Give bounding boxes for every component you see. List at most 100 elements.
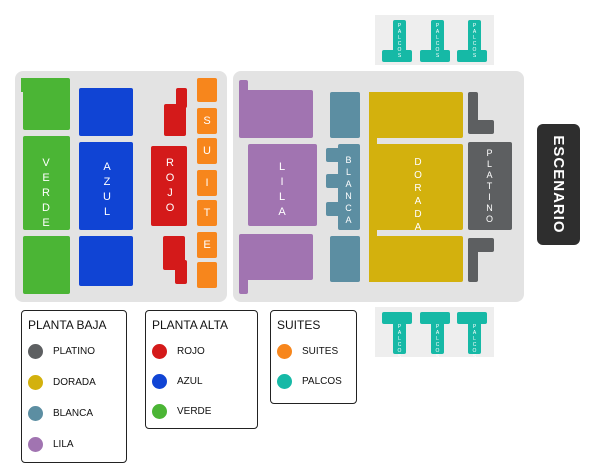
verde-middle [23,136,70,230]
verde-stub [21,78,26,92]
legend-label: SUITES [302,345,339,357]
palco-stem [468,20,481,62]
legend-label: VERDE [177,405,212,417]
legend-swatch [28,405,43,421]
lila-label: L I L A [278,161,288,218]
suite-box[interactable]: I [197,170,217,196]
legend-planta-baja-title: PLANTA BAJA [28,318,107,332]
section-lila[interactable]: L I L A [239,80,319,294]
legend-label: PLATINO [53,345,96,357]
legend-label: PALCOS [302,375,342,387]
rojo-label: R O J O [165,157,177,214]
verde-top [23,78,70,130]
suite-letter: E [203,239,211,251]
palco-stem [468,312,481,354]
verde-bottom [23,236,70,294]
palco-label: P A L C O S [435,324,441,360]
blanca-middle [338,144,360,230]
palco-box[interactable]: P A L C O S [457,20,487,62]
suite-letter: I [205,177,209,189]
suite-box[interactable]: T [197,200,217,226]
suite-letter: S [203,115,211,127]
suite-letter: T [203,207,211,219]
legend-label: LILA [53,438,74,450]
legend-planta-baja: PLANTA BAJA PLATINO DORADA BLANCA LILA [21,310,127,463]
section-dorada[interactable]: D O R A D A [369,92,463,282]
legend-item: AZUL [152,373,203,389]
suite-box[interactable]: U [197,138,217,164]
rojo-middle [151,146,187,226]
legend-label: DORADA [53,376,96,388]
rojo-bottom-b [175,260,187,284]
platino-middle [468,142,512,230]
suite-letter: U [203,145,211,157]
legend-item: SUITES [277,343,338,359]
legend-item: BLANCA [28,405,93,421]
lila-middle [248,144,317,226]
platino-top-b [468,120,494,134]
blanca-top [330,92,360,138]
suite-box[interactable]: S [197,108,217,134]
legend-item: ROJO [152,343,205,359]
legend-swatch [152,343,167,359]
stage: ESCENARIO [537,124,580,245]
palco-stem [431,312,444,354]
palco-box[interactable]: P A L C O S [420,20,450,62]
legend-swatch [28,374,43,390]
dorada-top [369,92,463,138]
suite-box[interactable]: E [197,232,217,258]
lila-bottom-b [239,264,248,294]
dorada-label: D O R A D A [414,157,424,233]
legend-swatch [152,373,167,389]
legend-item: PALCOS [277,373,342,389]
lila-top-b [239,90,313,138]
dorada-bottom [369,236,463,282]
legend-label: ROJO [177,345,205,357]
legend-item: VERDE [152,403,211,419]
azul-middle [79,142,133,230]
platino-top-a [468,92,478,132]
legend-label: AZUL [177,375,203,387]
legend-swatch [152,403,167,419]
legend-label: BLANCA [53,407,94,419]
rojo-top-a [164,104,186,136]
suite-box[interactable] [197,262,217,288]
legend-planta-alta: PLANTA ALTA ROJO AZUL VERDE [145,310,258,429]
section-rojo[interactable]: R O J O [151,88,189,284]
legend-item: DORADA [28,374,96,390]
palco-label: P A L C O S [472,23,478,59]
section-platino[interactable]: P L A T I N O [468,92,514,282]
palco-label: P A L C O S [435,23,441,59]
legend-planta-alta-title: PLANTA ALTA [152,318,229,332]
section-suites[interactable]: S U I T E [197,78,217,292]
palco-stem [393,20,406,62]
palco-label: P A L C O S [397,23,403,59]
platino-bottom-b [468,238,478,282]
stage-label: ESCENARIO [550,135,567,234]
lila-bottom-a [239,234,313,280]
palco-box[interactable]: P A L C O S [382,20,412,62]
palco-box[interactable]: P A L C O S [457,312,487,360]
blanca-notch-3 [326,202,340,216]
suite-box[interactable] [197,78,217,102]
dorada-middle [375,144,463,230]
legend-swatch [28,343,43,359]
azul-label: A Z U L [103,161,113,218]
palco-box[interactable]: P A L C O S [382,312,412,360]
section-blanca[interactable]: B L A N C A [320,92,362,282]
blanca-notch-1 [326,148,340,162]
verde-label: V E R D E [42,157,52,229]
dorada-spine [369,92,377,282]
blanca-notch-2 [326,174,340,188]
section-verde[interactable]: V E R D E [21,78,70,296]
azul-bottom [79,236,133,286]
azul-top [79,88,133,136]
section-azul[interactable]: A Z U L [79,88,133,286]
palco-stem [393,312,406,354]
rojo-top-b [176,88,187,108]
palco-box[interactable]: P A L C O S [420,312,450,360]
platino-label: P L A T I N O [485,148,494,224]
palco-label: P A L C O S [472,324,478,360]
blanca-bottom [330,236,360,282]
